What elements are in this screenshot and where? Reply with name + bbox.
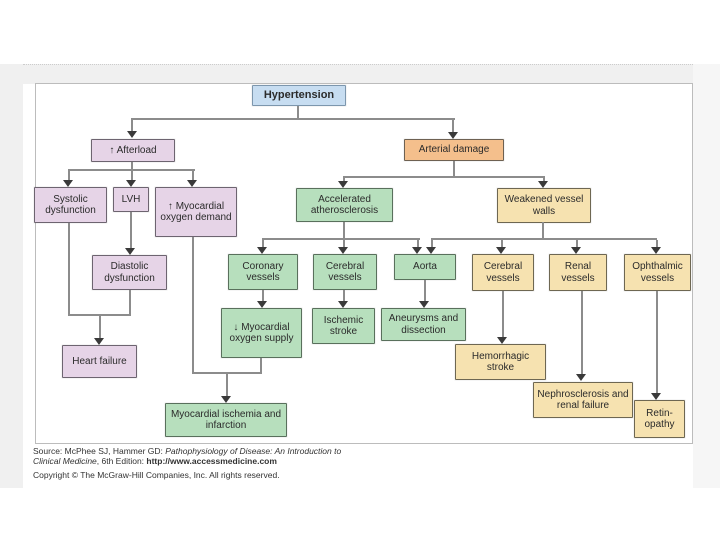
arrowhead-down-icon — [412, 247, 422, 254]
connector-line — [260, 358, 262, 374]
figure-caption: Source: McPhee SJ, Hammer GD: Pathophysi… — [33, 446, 365, 480]
connector-line — [343, 290, 345, 302]
node-accelerated-atherosclerosis: Accelerated atherosclerosis — [296, 188, 393, 222]
connector-line — [262, 290, 264, 302]
node-retinopathy: Retin-opathy — [634, 400, 685, 438]
connector-line — [68, 169, 195, 171]
arrowhead-down-icon — [187, 180, 197, 187]
connector-line — [424, 280, 426, 302]
arrowhead-down-icon — [338, 247, 348, 254]
connector-line — [343, 240, 345, 248]
connector-line — [501, 240, 503, 248]
arrowhead-down-icon — [257, 247, 267, 254]
arrowhead-down-icon — [419, 301, 429, 308]
figure-margin-right — [693, 64, 720, 488]
connector-line — [656, 291, 658, 394]
node-cerebral-vessels-weakened: Cerebral vessels — [472, 254, 534, 291]
node-afterload: ↑ Afterload — [91, 139, 175, 162]
connector-line — [192, 171, 194, 181]
node-renal-vessels: Renal vessels — [549, 254, 607, 291]
connector-line — [68, 223, 70, 316]
connector-line — [343, 176, 545, 178]
connector-line — [656, 240, 658, 248]
node-diastolic-dysfunction: Diastolic dysfunction — [92, 255, 167, 290]
arrowhead-down-icon — [448, 132, 458, 139]
figure-margin-top — [23, 64, 693, 84]
node-myocardial-oxygen-demand: ↑ Myocardial oxygen demand — [155, 187, 237, 237]
arrowhead-down-icon — [94, 338, 104, 345]
arrowhead-down-icon — [338, 301, 348, 308]
connector-line — [99, 316, 101, 339]
arrowhead-down-icon — [338, 181, 348, 188]
connector-line — [343, 178, 345, 182]
node-myocardial-oxygen-supply: ↓ Myocardial oxygen supply — [221, 308, 302, 358]
connector-line — [543, 178, 545, 182]
arrowhead-down-icon — [426, 247, 436, 254]
node-arterial-damage: Arterial damage — [404, 139, 504, 161]
connector-line — [417, 240, 419, 248]
node-ophthalmic-vessels: Ophthalmic vessels — [624, 254, 691, 291]
arrowhead-down-icon — [651, 247, 661, 254]
connector-line — [68, 171, 70, 181]
connector-line — [226, 374, 228, 397]
arrowhead-down-icon — [576, 374, 586, 381]
node-heart-failure: Heart failure — [62, 345, 137, 378]
connector-line — [431, 240, 433, 248]
arrowhead-down-icon — [571, 247, 581, 254]
connector-line — [68, 314, 131, 316]
node-hemorrhagic-stroke: Hemorrhagic stroke — [455, 344, 546, 380]
connector-line — [431, 238, 657, 240]
arrowhead-down-icon — [496, 247, 506, 254]
connector-line — [131, 120, 133, 132]
node-nephrosclerosis-renal-failure: Nephrosclerosis and renal failure — [533, 382, 633, 418]
arrowhead-down-icon — [497, 337, 507, 344]
node-aorta: Aorta — [394, 254, 456, 280]
arrowhead-down-icon — [651, 393, 661, 400]
connector-line — [129, 290, 131, 316]
arrowhead-down-icon — [63, 180, 73, 187]
node-coronary-vessels: Coronary vessels — [228, 254, 298, 290]
node-systolic-dysfunction: Systolic dysfunction — [34, 187, 107, 223]
source-line: Source: McPhee SJ, Hammer GD: Pathophysi… — [33, 446, 342, 466]
connector-line — [262, 238, 420, 240]
connector-line — [453, 161, 455, 177]
connector-line — [297, 106, 299, 119]
arrowhead-down-icon — [127, 131, 137, 138]
connector-line — [262, 240, 264, 248]
node-ischemic-stroke: Ischemic stroke — [312, 308, 375, 344]
arrowhead-down-icon — [538, 181, 548, 188]
node-myocardial-ischemia-infarction: Myocardial ischemia and infarction — [165, 403, 287, 437]
arrowhead-down-icon — [126, 180, 136, 187]
arrowhead-down-icon — [221, 396, 231, 403]
connector-line — [131, 162, 133, 171]
connector-line — [192, 372, 262, 374]
connector-line — [343, 222, 345, 239]
arrowhead-down-icon — [257, 301, 267, 308]
connector-line — [542, 222, 544, 239]
node-lvh: LVH — [113, 187, 149, 212]
node-cerebral-vessels-atherosclerosis: Cerebral vessels — [313, 254, 377, 290]
connector-line — [502, 291, 504, 338]
connector-line — [576, 240, 578, 248]
figure-margin-left — [0, 64, 23, 488]
connector-line — [131, 171, 133, 181]
connector-line — [131, 118, 455, 120]
node-weakened-vessel-walls: Weakened vessel walls — [497, 188, 591, 223]
connector-line — [192, 237, 194, 374]
node-hypertension: Hypertension — [252, 85, 346, 106]
connector-line — [581, 291, 583, 376]
connector-line — [452, 120, 454, 133]
connector-line — [130, 212, 132, 249]
arrowhead-down-icon — [125, 248, 135, 255]
node-aneurysms-dissection: Aneurysms and dissection — [381, 308, 466, 341]
copyright-line: Copyright © The McGraw-Hill Companies, I… — [33, 470, 280, 480]
